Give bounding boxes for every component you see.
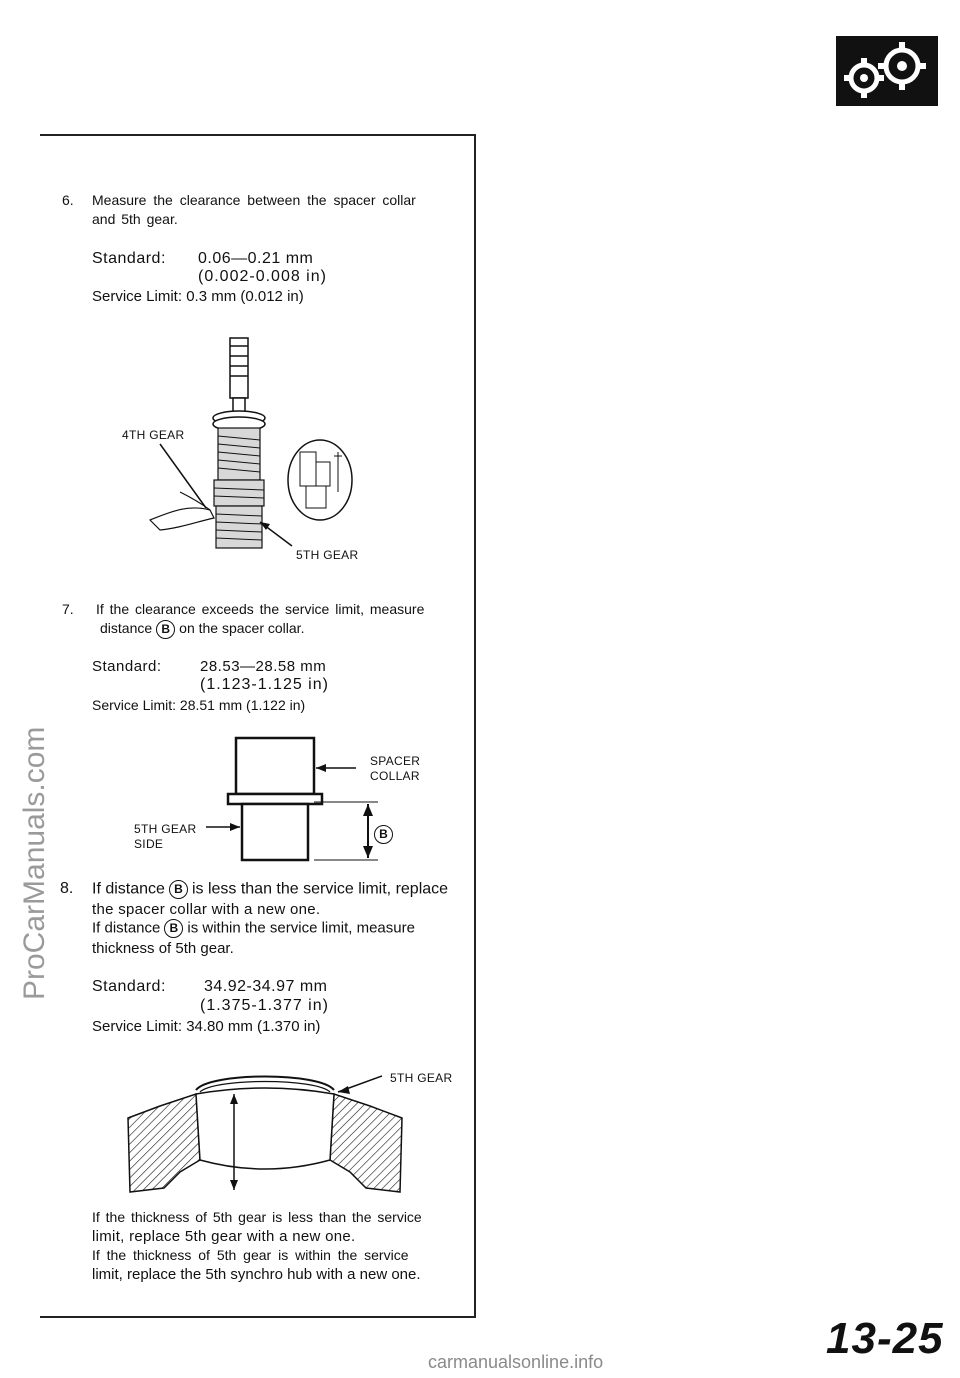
step7-line2-pre: distance [100, 620, 153, 637]
step7-standard-label: Standard: [92, 658, 162, 675]
step8-line3-pre: If distance [92, 919, 161, 937]
mainshaft-figure [110, 332, 380, 562]
step8-number: 8. [60, 880, 74, 897]
gears-icon [836, 36, 938, 106]
step7-standard-in: (1.123-1.125 in) [200, 676, 329, 693]
step7-line1: If the clearance exceeds the service lim… [96, 601, 425, 617]
fig3-5th-gear-label: 5TH GEAR [390, 1071, 453, 1085]
b-marker-icon: B [374, 825, 393, 844]
step7-standard-mm: 28.53—28.58 mm [200, 658, 327, 675]
fig1-5th-gear-label: 5TH GEAR [296, 548, 359, 562]
fig2-collar-label: COLLAR [370, 769, 420, 783]
step8-line1-pre: If distance [92, 880, 165, 898]
step8-standard-in: (1.375-1.377 in) [200, 997, 329, 1014]
step8-line4: thickness of 5th gear. [92, 940, 234, 957]
step8-line1-post: is less than the service limit, replace [191, 880, 449, 898]
step8-standard-mm: 34.92-34.97 mm [204, 978, 328, 995]
step7-number: 7. [62, 601, 74, 617]
fig2-spacer-label: SPACER [370, 754, 421, 768]
step6-standard-mm: 0.06—0.21 mm [198, 250, 314, 267]
step8-line3-post: is within the service limit, measure [187, 919, 415, 937]
watermark: ProCarManuals.com [18, 726, 51, 1000]
note-line2: limit, replace 5th gear with a new one. [92, 1228, 356, 1245]
step6-standard-in: (0.002-0.008 in) [198, 268, 327, 285]
b-marker-icon: B [164, 919, 184, 938]
step8-standard-label: Standard: [92, 978, 166, 995]
step6-line1: Measure the clearance between the spacer… [92, 192, 416, 208]
footer-watermark: carmanualsonline.info [428, 1352, 604, 1372]
page-number: 13-25 [826, 1314, 944, 1363]
frame-right-rule [474, 134, 476, 1318]
b-marker-icon: B [156, 620, 176, 639]
frame-top-rule [40, 134, 476, 136]
step7-line2-post: on the spacer collar. [179, 620, 305, 637]
fifth-gear-figure [120, 1060, 410, 1200]
step6-standard-label: Standard: [92, 250, 166, 267]
step8-service-limit: Service Limit: 34.80 mm (1.370 in) [92, 1018, 321, 1035]
note-line4: limit, replace the 5th synchro hub with … [92, 1266, 421, 1283]
frame-bottom-rule [40, 1316, 476, 1318]
step8-line2: the spacer collar with a new one. [92, 901, 321, 918]
step6-line2: and 5th gear. [92, 211, 178, 227]
fig1-4th-gear-label: 4TH GEAR [122, 428, 185, 442]
note-line1: If the thickness of 5th gear is less tha… [92, 1209, 422, 1225]
spacer-collar-figure [200, 730, 400, 870]
b-marker-icon: B [168, 880, 188, 899]
fig2-5th-gear-label: 5TH GEAR [134, 822, 197, 836]
note-line3: If the thickness of 5th gear is within t… [92, 1247, 409, 1263]
fig2-side-label: SIDE [134, 837, 164, 851]
step6-service-limit: Service Limit: 0.3 mm (0.012 in) [92, 288, 304, 305]
step6-number: 6. [62, 192, 74, 208]
step7-service-limit: Service Limit: 28.51 mm (1.122 in) [92, 697, 306, 713]
